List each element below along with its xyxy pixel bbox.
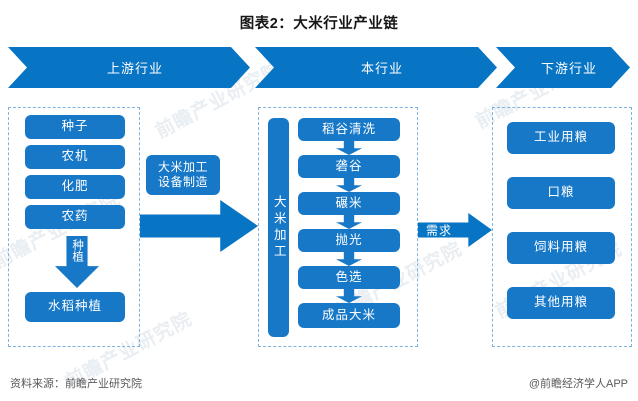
upstream-to-midstream-arrow bbox=[140, 200, 258, 252]
process-step-husking[interactable]: 砻谷 bbox=[298, 155, 400, 178]
upstream-input-seed[interactable]: 种子 bbox=[25, 115, 125, 139]
process-step-color-sorting[interactable]: 色选 bbox=[298, 266, 400, 289]
upstream-input-pesticide[interactable]: 农药 bbox=[25, 205, 125, 229]
banner-upstream-label: 上游行业 bbox=[106, 61, 163, 76]
midstream-vertical-bar-label: 大米加工 bbox=[271, 194, 286, 261]
downstream-use-industrial[interactable]: 工业用粮 bbox=[507, 122, 615, 154]
midstream-vertical-bar[interactable]: 大米加工 bbox=[268, 118, 289, 337]
downstream-use-staple[interactable]: 口粮 bbox=[507, 177, 615, 209]
demand-arrow: 需求 bbox=[418, 213, 492, 247]
source-note: 资料来源：前瞻产业研究院 bbox=[10, 378, 142, 390]
downstream-use-feed[interactable]: 饲料用粮 bbox=[507, 232, 615, 264]
downstream-use-other[interactable]: 其他用粮 bbox=[507, 287, 615, 319]
process-step-milling[interactable]: 碾米 bbox=[298, 192, 400, 215]
process-step-polishing[interactable]: 抛光 bbox=[298, 229, 400, 252]
upstream-input-fertilizer[interactable]: 化肥 bbox=[25, 175, 125, 199]
banner-current[interactable]: 本行业 bbox=[255, 47, 497, 88]
banner-downstream-label: 下游行业 bbox=[540, 61, 597, 76]
rice-processing-equipment-box[interactable]: 大米加工 设备制造 bbox=[146, 155, 220, 195]
demand-arrow-label: 需求 bbox=[426, 223, 453, 238]
process-step-finished-rice[interactable]: 成品大米 bbox=[298, 303, 400, 328]
banner-current-label: 本行业 bbox=[360, 61, 403, 76]
upstream-group bbox=[8, 107, 140, 347]
right-arrow-icon bbox=[140, 200, 258, 252]
banner-downstream[interactable]: 下游行业 bbox=[496, 47, 630, 88]
equipment-line-2: 设备制造 bbox=[157, 175, 208, 189]
upstream-output-rice-planting[interactable]: 水稻种植 bbox=[25, 292, 125, 322]
equipment-line-1: 大米加工 bbox=[157, 160, 208, 174]
downstream-group bbox=[492, 107, 632, 347]
upstream-input-machinery[interactable]: 农机 bbox=[25, 145, 125, 169]
process-step-washing[interactable]: 稻谷清洗 bbox=[298, 118, 400, 141]
banner-upstream[interactable]: 上游行业 bbox=[8, 47, 250, 88]
credit-note: @前瞻经济学人APP bbox=[528, 378, 628, 390]
planting-arrow: 种植 bbox=[55, 236, 99, 288]
page-title: 图表2：大米行业产业链 bbox=[239, 16, 399, 32]
midstream-group bbox=[258, 107, 418, 347]
planting-arrow-label: 种植 bbox=[71, 239, 84, 262]
